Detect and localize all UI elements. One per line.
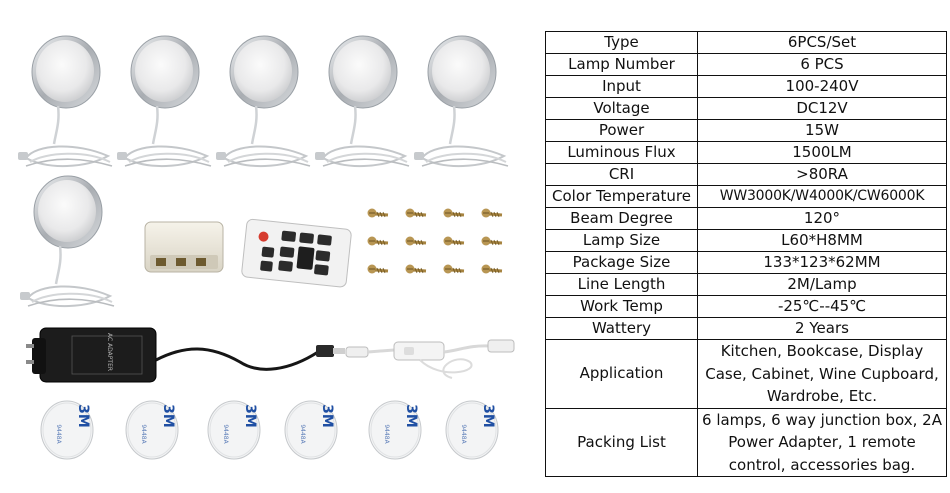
spec-value: DC12V [697, 97, 947, 120]
lamp-6 [18, 174, 116, 308]
spec-value: 133*123*62MM [697, 251, 947, 274]
spec-row: Power 15W [545, 119, 947, 142]
spec-value: 15W [697, 119, 947, 142]
spec-value: >80RA [697, 163, 947, 186]
spec-row: Input 100-240V [545, 75, 947, 98]
adhesive-pad: 3M 9448A [207, 400, 261, 460]
spec-label: Voltage [545, 97, 698, 120]
spec-value: 2 Years [697, 317, 947, 340]
spec-row: Lamp Size L60*H8MM [545, 229, 947, 252]
lamp-2 [115, 34, 213, 168]
power-adapter: AC ADAPTER [26, 327, 345, 383]
adhesive-pad: 3M 9448A [368, 400, 422, 460]
spec-row: Application Kitchen, Bookcase, Display C… [545, 339, 947, 409]
spec-row: Wattery 2 Years [545, 317, 947, 340]
svg-text:9448A: 9448A [460, 424, 467, 444]
spec-value: 1500LM [697, 141, 947, 164]
spec-row: Color Temperature WW3000K/W4000K/CW6000K [545, 185, 947, 208]
spec-row: Luminous Flux 1500LM [545, 141, 947, 164]
spec-value: 120° [697, 207, 947, 230]
spec-value: Kitchen, Bookcase, Display Case, Cabinet… [697, 339, 947, 409]
spec-row: Type 6PCS/Set [545, 31, 947, 54]
spec-label: Packing List [545, 407, 698, 477]
lamp-3 [214, 34, 312, 168]
svg-text:9448A: 9448A [383, 424, 390, 444]
spec-label: Package Size [545, 251, 698, 274]
spec-row: Beam Degree 120° [545, 207, 947, 230]
spec-label: Type [545, 31, 698, 54]
junction-box [144, 221, 224, 273]
spec-label: Application [545, 339, 698, 409]
spec-label: Lamp Number [545, 53, 698, 76]
adhesive-pad: 3M 9448A [284, 400, 338, 460]
spec-row: Packing List 6 lamps, 6 way junction box… [545, 407, 947, 477]
lamp-1 [16, 34, 114, 168]
svg-text:9448A: 9448A [299, 424, 306, 444]
spec-table: Type 6PCS/Set Lamp Number 6 PCS Input 10… [545, 31, 947, 477]
svg-text:3M: 3M [75, 404, 91, 428]
spec-row: Voltage DC12V [545, 97, 947, 120]
spec-label: Wattery [545, 317, 698, 340]
adapter-label: AC ADAPTER [106, 333, 113, 371]
spec-value: 6 lamps, 6 way junction box, 2A Power Ad… [697, 407, 947, 477]
svg-text:3M: 3M [319, 404, 335, 428]
adhesive-pad: 3M 9448A [125, 400, 179, 460]
spec-label: Power [545, 119, 698, 142]
svg-text:9448A: 9448A [55, 424, 62, 444]
spec-label: Beam Degree [545, 207, 698, 230]
spec-value: L60*H8MM [697, 229, 947, 252]
lamp-4 [313, 34, 411, 168]
adhesive-pads: 3M 9448A 3M 9448A 3M 9448A 3M 9448A 3M 9… [40, 400, 499, 460]
spec-row: Line Length 2M/Lamp [545, 273, 947, 296]
remote-control [241, 218, 352, 288]
adhesive-pad: 3M 9448A [445, 400, 499, 460]
spec-value: 6PCS/Set [697, 31, 947, 54]
svg-text:3M: 3M [160, 404, 176, 428]
spec-label: Line Length [545, 273, 698, 296]
spec-row: Work Temp -25℃--45℃ [545, 295, 947, 318]
spec-value: 6 PCS [697, 53, 947, 76]
spec-value: WW3000K/W4000K/CW6000K [697, 185, 947, 208]
svg-text:3M: 3M [480, 404, 496, 428]
svg-text:9448A: 9448A [140, 424, 147, 444]
spec-row: Lamp Number 6 PCS [545, 53, 947, 76]
spec-label: Luminous Flux [545, 141, 698, 164]
adhesive-pad: 3M 9448A [40, 400, 94, 460]
product-photo: AC ADAPTER 3M 9448A 3M 9448A 3M 9448A [16, 34, 515, 460]
spec-row: CRI >80RA [545, 163, 947, 186]
svg-text:3M: 3M [403, 404, 419, 428]
svg-text:9448A: 9448A [222, 424, 229, 444]
dimmer-cable [345, 339, 515, 379]
spec-value: 100-240V [697, 75, 947, 98]
svg-text:3M: 3M [242, 404, 258, 428]
spec-label: Color Temperature [545, 185, 698, 208]
spec-label: Work Temp [545, 295, 698, 318]
spec-label: CRI [545, 163, 698, 186]
lamp-5 [412, 34, 510, 168]
spec-label: Lamp Size [545, 229, 698, 252]
spec-label: Input [545, 75, 698, 98]
spec-row: Package Size 133*123*62MM [545, 251, 947, 274]
screws [366, 207, 504, 275]
spec-value: -25℃--45℃ [697, 295, 947, 318]
spec-value: 2M/Lamp [697, 273, 947, 296]
